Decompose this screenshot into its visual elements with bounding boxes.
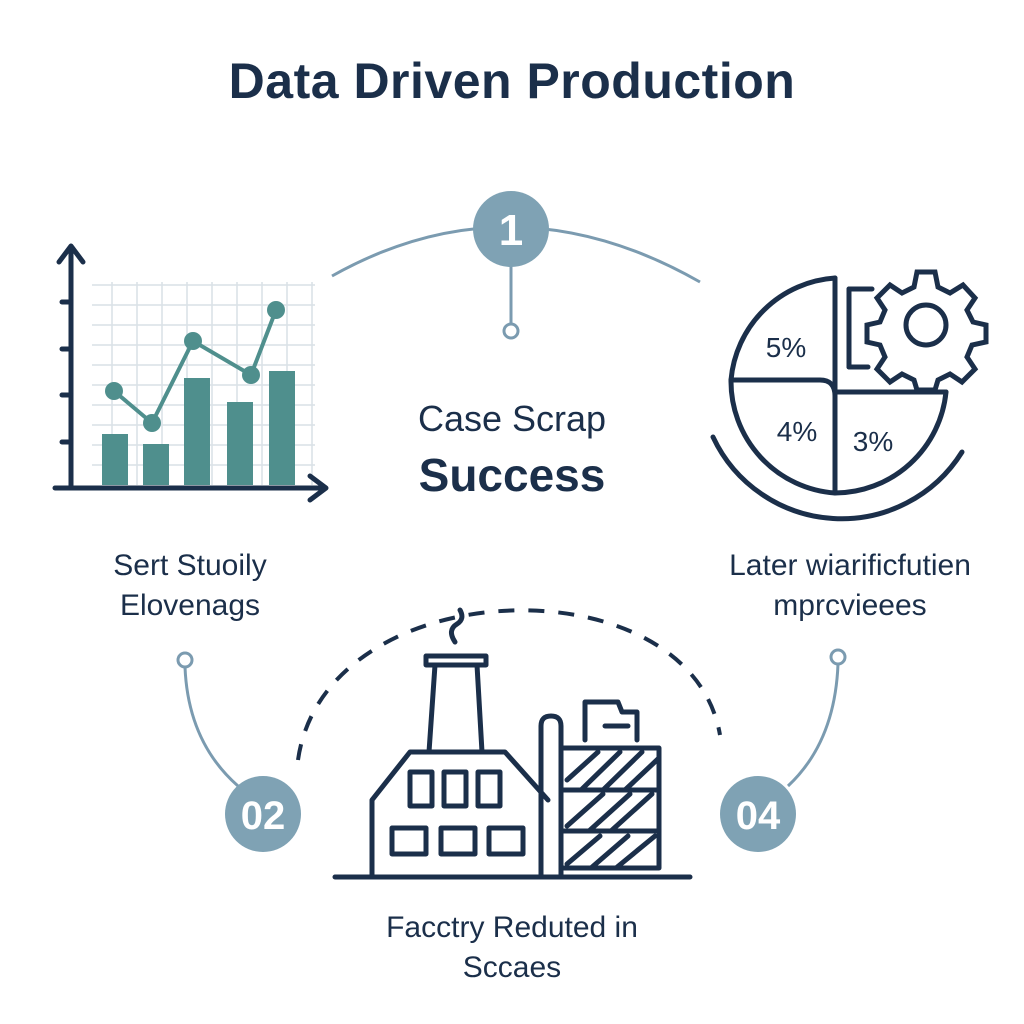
step-number-02: 02 [241,794,286,838]
center-heading-line1: Case Scrap [417,398,607,439]
pie-label-1: 5% [766,332,806,363]
step-number-1: 1 [499,206,523,255]
caption-bottom: Facctry Reduted in Sccaes [312,908,712,988]
chart-icon [52,243,329,503]
page-title: Data Driven Production [228,53,796,109]
pie-gear-icon [710,269,989,522]
gear-icon [864,269,989,393]
caption-right: Later wiarificfutien mprcvieees [690,546,1010,626]
step-badge-04: 04 [720,648,847,852]
caption-right-line2: mprcvieees [773,589,927,622]
factory-icon [332,607,693,880]
dashed-arc [296,608,722,761]
caption-left: Sert Stuoily Elovenags [40,546,340,626]
center-heading-line2: Success [418,449,606,501]
step-badge-1: 1 [473,191,549,340]
pie-label-2: 4% [777,416,817,447]
caption-left-line2: Elovenags [119,589,261,622]
caption-bottom-line2: Sccaes [462,951,562,984]
step-number-04: 04 [736,794,781,838]
caption-right-line1: Later wiarificfutien [729,549,971,582]
caption-bottom-line1: Facctry Reduted in [386,911,638,944]
caption-left-line1: Sert Stuoily [113,549,267,582]
step-badge-02: 02 [176,651,301,852]
pie-label-3: 3% [853,426,893,457]
